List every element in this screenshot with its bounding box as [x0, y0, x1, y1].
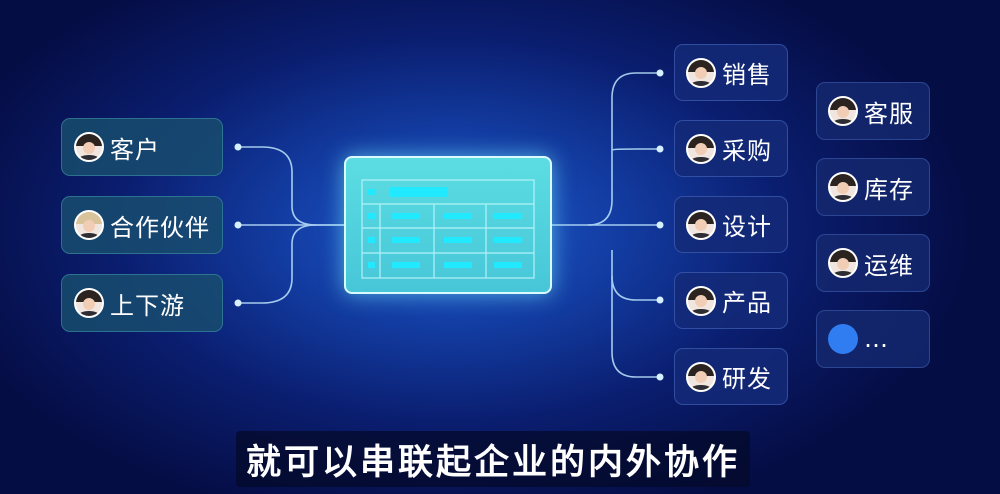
male-avatar-icon [828, 248, 858, 278]
female-avatar-icon [828, 96, 858, 126]
node-label: 合作伙伴 [110, 213, 210, 242]
node-label: 运维 [864, 251, 914, 280]
female-avatar-icon [74, 132, 104, 162]
male-avatar-icon [686, 209, 716, 240]
node-label: 客服 [864, 99, 914, 128]
blue-dot-icon [828, 324, 858, 354]
subtitle-caption: 就可以串联起企业的内外协作 [236, 431, 750, 487]
node-label: 库存 [864, 175, 914, 204]
node-sales: 销售 [674, 44, 788, 101]
table-grid [361, 179, 535, 279]
male-avatar-icon [686, 133, 716, 164]
node-customer: 客户 [61, 118, 223, 176]
node-label: 设计 [722, 213, 772, 241]
node-label: … [864, 325, 889, 353]
node-product: 产品 [674, 272, 788, 329]
node-label: 客户 [110, 135, 160, 164]
node-label: 产品 [722, 289, 772, 317]
female-avatar-icon [828, 172, 858, 202]
female-avatar-icon [686, 285, 716, 316]
spreadsheet-table-icon [344, 156, 552, 294]
node-label: 研发 [722, 365, 772, 393]
node-design: 设计 [674, 196, 788, 253]
male-avatar-icon [74, 288, 104, 318]
blonde-avatar-icon [74, 210, 104, 240]
node-label: 上下游 [110, 291, 185, 320]
node-inventory: 库存 [816, 158, 930, 216]
node-partner: 合作伙伴 [61, 196, 223, 254]
node-upstream-downstream: 上下游 [61, 274, 223, 332]
node-label: 销售 [722, 61, 772, 89]
node-label: 采购 [722, 137, 772, 165]
node-operations: 运维 [816, 234, 930, 292]
node-customer-service: 客服 [816, 82, 930, 140]
male-avatar-icon [686, 361, 716, 392]
male-avatar-icon [686, 57, 716, 88]
node-rnd: 研发 [674, 348, 788, 405]
node-more: … [816, 310, 930, 368]
node-purchasing: 采购 [674, 120, 788, 177]
